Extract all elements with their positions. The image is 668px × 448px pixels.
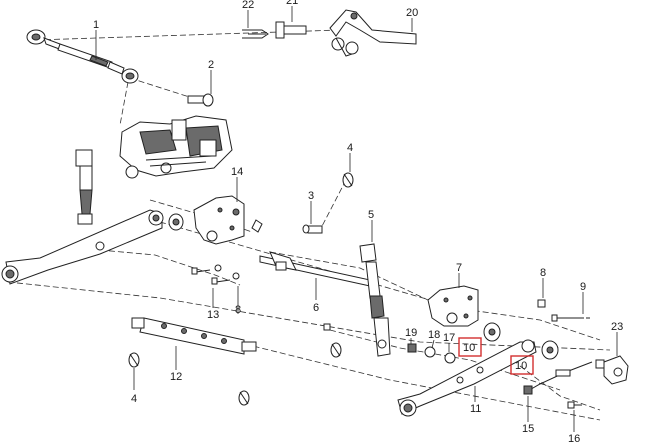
part-pin-small	[187, 93, 214, 107]
highlight-box-lower	[510, 355, 534, 375]
part-bracket	[329, 9, 417, 57]
part-clip-left	[128, 352, 140, 368]
callout-13: 13	[207, 309, 219, 321]
callout-16: 16	[568, 433, 580, 445]
callout-3: 3	[308, 190, 314, 202]
part-stabilizer-bar	[131, 317, 257, 355]
callout-5: 5	[368, 209, 374, 221]
leader-lines	[95, 6, 618, 432]
callout-1: 1	[93, 19, 99, 31]
part-check-chain	[523, 361, 593, 395]
callout-4-lower: 4	[131, 393, 137, 405]
callout-12: 12	[170, 371, 182, 383]
callout-22: 22	[242, 0, 254, 11]
part-clip-pin	[242, 29, 269, 39]
part-cross-shaft	[259, 251, 371, 287]
callout-15: 15	[522, 423, 534, 435]
part-clip-right-lower	[238, 390, 250, 406]
callout-labels: 1 2 3 4 4 5 6 7 8 8 9 10 10 11 12 13 14 …	[93, 0, 623, 445]
callout-18: 18	[428, 329, 440, 341]
callout-20: 20	[406, 7, 418, 19]
part-top-link	[26, 29, 139, 84]
part-plate-bracket-right	[427, 285, 479, 327]
callout-8-right: 8	[540, 267, 546, 279]
callout-2: 2	[208, 59, 214, 71]
part-bolts-right	[537, 299, 590, 322]
part-lower-link-right	[397, 339, 537, 417]
part-bolt-16	[567, 401, 582, 409]
callout-23: 23	[611, 321, 623, 333]
callout-11: 11	[470, 403, 481, 415]
part-housing	[119, 115, 233, 179]
part-end-bracket	[595, 355, 629, 385]
part-lift-rod-right	[359, 243, 391, 357]
part-pin-3	[302, 224, 323, 234]
part-washers	[407, 322, 559, 364]
part-clip-upper	[342, 172, 354, 188]
callout-9: 9	[580, 281, 586, 293]
callout-10-upper: 10	[463, 342, 475, 354]
callout-19: 19	[405, 327, 417, 339]
part-clip-mid	[323, 323, 342, 358]
callout-6: 6	[313, 302, 319, 314]
callout-14: 14	[231, 166, 243, 178]
callout-10-lower: 10	[515, 360, 527, 372]
callout-17: 17	[443, 332, 455, 344]
callout-4-upper: 4	[347, 142, 353, 154]
part-lift-rod-left	[75, 149, 93, 225]
highlight-box-upper	[458, 337, 482, 357]
part-plate-bracket	[168, 195, 263, 245]
part-bolts-left	[191, 264, 240, 285]
part-lower-link-left	[1, 209, 164, 285]
callout-7: 7	[456, 262, 462, 274]
callout-21: 21	[286, 0, 298, 7]
callout-8-left: 8	[235, 304, 241, 316]
part-pin	[275, 21, 307, 39]
